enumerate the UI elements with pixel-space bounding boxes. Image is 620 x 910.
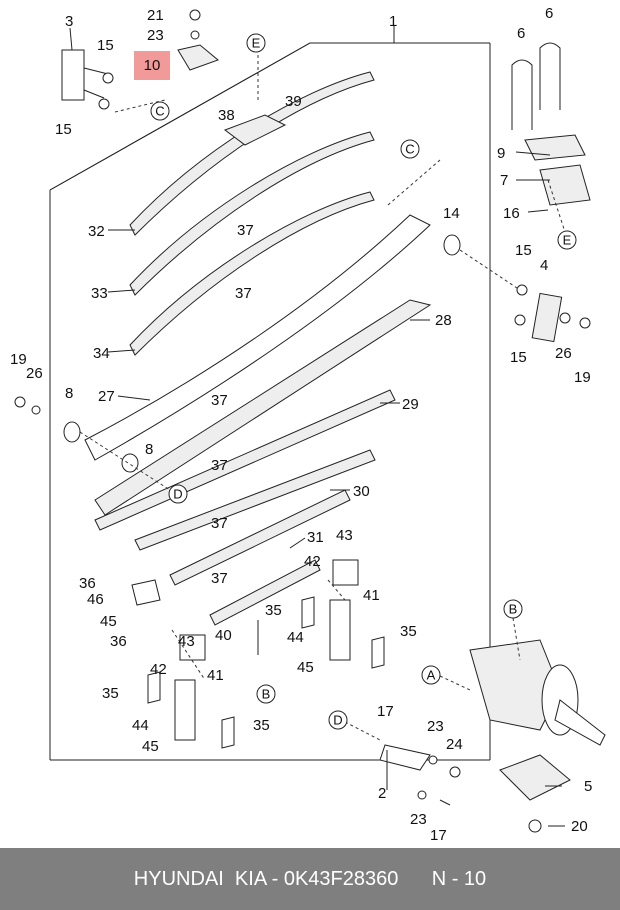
ref-circle-a [421, 665, 441, 685]
label-43: 43 [336, 527, 353, 544]
label-15: 15 [97, 37, 114, 54]
label-42: 42 [304, 553, 321, 570]
ref-letter-d: D [173, 487, 182, 502]
label-45: 45 [100, 613, 117, 630]
label-45: 45 [297, 659, 314, 676]
label-15: 15 [55, 121, 72, 138]
label-37: 37 [211, 392, 228, 409]
ref-circle-b [256, 684, 276, 704]
ref-letter-d: D [333, 713, 342, 728]
ref-circle-d [328, 710, 348, 730]
label-41: 41 [207, 667, 224, 684]
label-33: 33 [91, 285, 108, 302]
ref-circle-e [557, 230, 577, 250]
label-5: 5 [584, 778, 592, 795]
label-2: 2 [378, 785, 386, 802]
label-9: 9 [497, 145, 505, 162]
label-6: 6 [517, 25, 525, 42]
label-41: 41 [363, 587, 380, 604]
label-37: 37 [211, 457, 228, 474]
label-21: 21 [147, 7, 164, 24]
label-32: 32 [88, 223, 105, 240]
ref-letter-b: B [262, 687, 271, 702]
label-15: 15 [515, 242, 532, 259]
label-36: 36 [79, 575, 96, 592]
label-7: 7 [500, 172, 508, 189]
highlighted-part-label: 10 [134, 51, 170, 80]
label-37: 37 [235, 285, 252, 302]
label-3: 3 [65, 13, 73, 30]
label-31: 31 [307, 529, 324, 546]
label-29: 29 [402, 396, 419, 413]
label-20: 20 [571, 818, 588, 835]
label-37: 37 [211, 515, 228, 532]
ref-circle-c [150, 101, 170, 121]
footer-page-ref: N - 10 [431, 867, 487, 890]
label-24: 24 [446, 736, 463, 753]
label-4: 4 [540, 257, 548, 274]
label-26: 26 [555, 345, 572, 362]
label-35: 35 [253, 717, 270, 734]
label-14: 14 [443, 205, 460, 222]
ref-letter-c: C [155, 104, 164, 119]
ref-letter-c: C [405, 142, 414, 157]
label-19: 19 [574, 369, 591, 386]
label-30: 30 [353, 483, 370, 500]
label-35: 35 [102, 685, 119, 702]
label-17: 17 [377, 703, 394, 720]
footer-brand-part-number: HYUNDAI KIA - 0K43F28360 [133, 867, 399, 890]
label-27: 27 [98, 388, 115, 405]
label-45: 45 [142, 738, 159, 755]
label-35: 35 [265, 602, 282, 619]
label-16: 16 [503, 205, 520, 222]
ref-letter-e: E [563, 233, 572, 248]
label-40: 40 [215, 627, 232, 644]
label-46: 46 [87, 591, 104, 608]
ref-letter-e: E [252, 36, 261, 51]
label-23: 23 [427, 718, 444, 735]
ref-circle-b [503, 599, 523, 619]
label-44: 44 [287, 629, 304, 646]
label-1: 1 [389, 13, 397, 30]
label-6: 6 [545, 5, 553, 22]
label-28: 28 [435, 312, 452, 329]
ref-letter-a: A [427, 668, 436, 683]
ref-letter-b: B [509, 602, 518, 617]
label-39: 39 [285, 93, 302, 110]
label-26: 26 [26, 365, 43, 382]
label-38: 38 [218, 107, 235, 124]
label-36: 36 [110, 633, 127, 650]
label-8: 8 [145, 441, 153, 458]
label-17: 17 [430, 827, 447, 844]
ref-circle-c [400, 139, 420, 159]
label-37: 37 [237, 222, 254, 239]
label-35: 35 [400, 623, 417, 640]
label-23: 23 [147, 27, 164, 44]
ref-circle-d [168, 484, 188, 504]
label-42: 42 [150, 661, 167, 678]
footer-bar: HYUNDAI KIA - 0K43F28360 N - 10 [0, 848, 620, 910]
label-23: 23 [410, 811, 427, 828]
ref-circle-e [246, 33, 266, 53]
label-43: 43 [178, 633, 195, 650]
leaf-spring-exploded-diagram: 3 15 15 21 23 1 38 39 6 6 9 7 16 14 15 4… [10, 5, 606, 844]
label-19: 19 [10, 351, 27, 368]
label-34: 34 [93, 345, 110, 362]
label-44: 44 [132, 717, 149, 734]
footer-spacer [398, 868, 431, 891]
label-37: 37 [211, 570, 228, 587]
label-15: 15 [510, 349, 527, 366]
label-8: 8 [65, 385, 73, 402]
